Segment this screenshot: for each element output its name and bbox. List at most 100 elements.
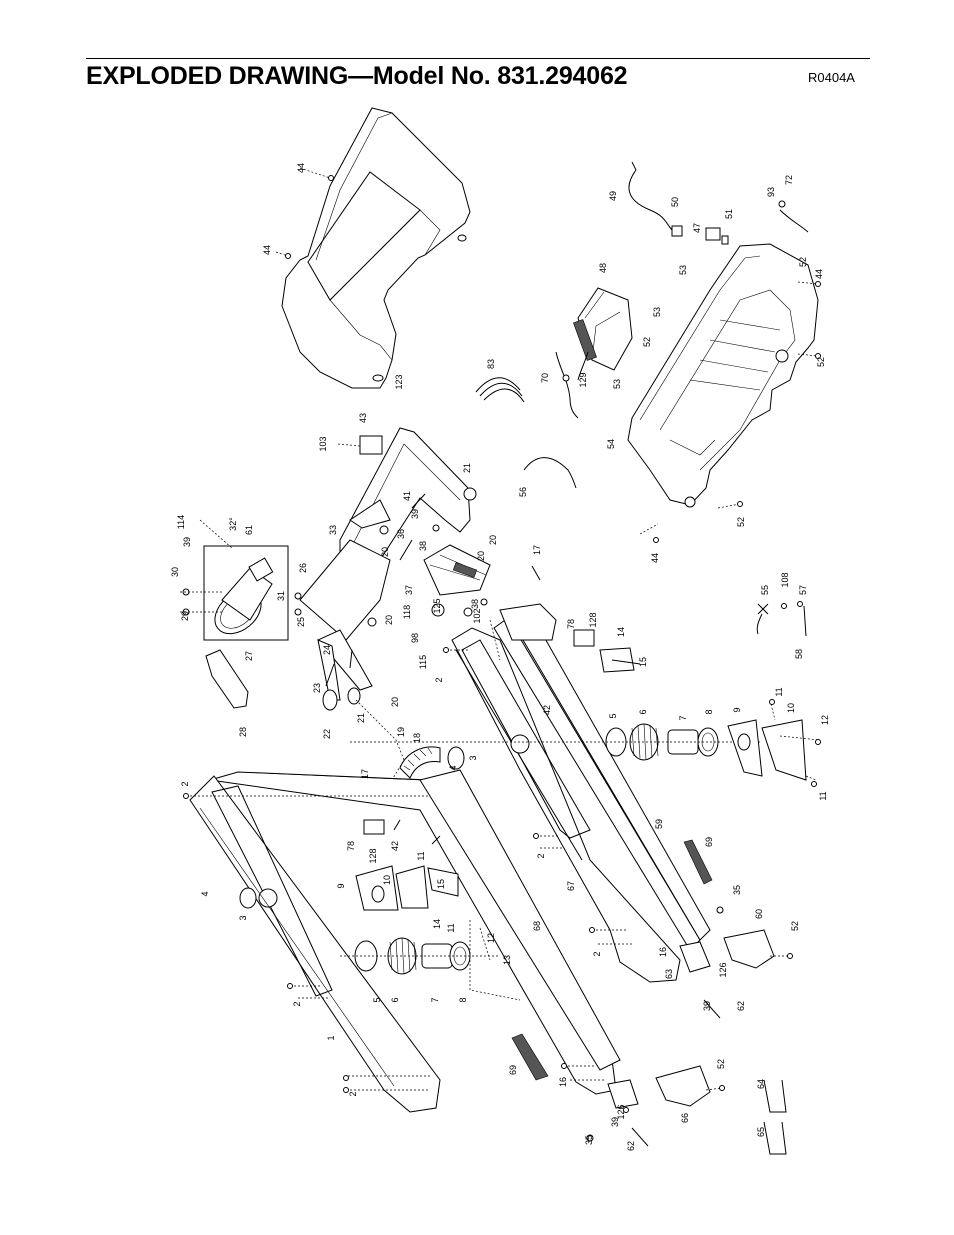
rear-foot-60	[723, 929, 775, 969]
part-callout-14b: 14	[432, 919, 442, 929]
part-callout-39b: 39	[182, 537, 192, 547]
part-callout-72: 72	[784, 175, 794, 185]
power-cord	[628, 169, 681, 237]
part-callout-37: 37	[404, 585, 414, 595]
safety-key-icon	[757, 603, 769, 615]
part-callout-24: 24	[322, 645, 332, 655]
rear-foot-66	[655, 1065, 711, 1107]
part-callout-11c: 11	[416, 851, 426, 860]
wire-56	[523, 457, 577, 489]
part-callout-126b: 126	[616, 1104, 626, 1119]
part-callout-58: 58	[794, 649, 804, 659]
part-callout-2a: 2	[434, 677, 444, 682]
part-callout-19: 19	[396, 727, 406, 737]
part-callout-30: 30	[170, 567, 180, 577]
part-callout-51: 51	[724, 209, 734, 219]
part-callout-53a: 53	[678, 265, 688, 275]
part-callout-6b: 6	[390, 997, 400, 1002]
part-callout-38a: 38	[418, 541, 428, 551]
part-callout-108: 108	[780, 572, 790, 587]
part-callout-52a: 52	[798, 257, 808, 267]
part-callout-36: 36	[396, 529, 406, 539]
part-callout-63: 63	[664, 969, 674, 979]
part-callout-11b: 11	[818, 791, 828, 800]
part-callout-44c: 44	[814, 269, 824, 279]
page-title: EXPLODED DRAWING—Model No. 831.294062	[86, 62, 628, 90]
incline-motor	[423, 544, 491, 596]
part-callout-52d: 52	[736, 517, 746, 527]
part-callout-103: 103	[318, 436, 328, 451]
part-callout-2f: 2	[348, 1091, 358, 1096]
part-callout-23: 23	[312, 683, 322, 693]
part-callout-78b: 78	[346, 841, 356, 851]
bracket-64	[763, 1079, 787, 1113]
motor-hood	[627, 243, 819, 508]
part-callout-128b: 128	[368, 848, 378, 863]
part-callout-49: 49	[608, 191, 618, 201]
motor-inset-frame	[203, 545, 289, 641]
part-callout-12a: 12	[820, 715, 830, 725]
wire-harness-83	[475, 377, 525, 403]
bracket-65	[763, 1121, 787, 1155]
part-callout-65: 65	[756, 1127, 766, 1137]
part-callout-52e: 52	[790, 921, 800, 931]
part-callout-52b: 52	[642, 337, 652, 347]
part-callout-17a: 17	[532, 545, 542, 555]
part-callout-39c: 39	[702, 1001, 712, 1011]
part-callout-44b: 44	[262, 245, 272, 255]
part-callout-4b: 4	[200, 891, 210, 896]
foot-strip-69	[683, 839, 713, 885]
part-callout-16a: 16	[658, 947, 668, 957]
part-callout-29: 29	[180, 611, 190, 621]
foot-strip-69-left	[511, 1033, 549, 1081]
wire-70	[555, 351, 579, 419]
part-callout-126a: 126	[718, 962, 728, 977]
part-callout-14a: 14	[616, 627, 626, 637]
part-callout-22: 22	[322, 729, 332, 739]
part-callout-93: 93	[766, 187, 776, 197]
part-callout-125: 125	[432, 598, 442, 613]
part-callout-54: 54	[606, 439, 616, 449]
part-callout-128a: 128	[588, 612, 598, 627]
part-callout-57: 57	[798, 585, 808, 595]
part-callout-42b: 42	[390, 841, 400, 851]
screw-44-icon	[285, 253, 291, 259]
part-callout-98: 98	[410, 633, 420, 643]
controller-board	[573, 287, 633, 371]
part-callout-8b: 8	[458, 997, 468, 1002]
bracket-78	[573, 629, 595, 647]
part-callout-39a: 39	[410, 509, 420, 519]
pulley-22	[322, 689, 338, 711]
part-callout-18: 18	[412, 733, 422, 743]
part-callout-41: 41	[402, 491, 412, 501]
part-callout-7b: 7	[430, 997, 440, 1002]
part-callout-47: 47	[692, 223, 702, 233]
part-callout-5a: 5	[608, 713, 618, 718]
part-callout-44a: 44	[296, 163, 306, 173]
drive-motor	[214, 557, 274, 635]
part-callout-10b: 10	[382, 875, 392, 885]
part-callout-52c: 52	[816, 357, 826, 367]
part-callout-68: 68	[532, 921, 542, 931]
part-callout-35a: 35	[732, 885, 742, 895]
part-callout-78a: 78	[566, 619, 576, 629]
part-callout-27: 27	[244, 651, 254, 661]
part-callout-7a: 7	[678, 715, 688, 720]
motor-belt	[205, 649, 249, 709]
screw-44-icon	[328, 175, 334, 181]
part-callout-9a: 9	[732, 707, 742, 712]
part-callout-115: 115	[418, 655, 428, 669]
part-callout-21a: 21	[462, 463, 472, 473]
part-callout-15a: 15	[638, 657, 648, 667]
part-callout-15b: 15	[436, 879, 446, 889]
part-callout-67: 67	[566, 881, 576, 891]
part-callout-83: 83	[486, 359, 496, 369]
part-callout-39d: 39	[610, 1117, 620, 1127]
part-callout-6a: 6	[638, 709, 648, 714]
part-callout-9b: 9	[336, 883, 346, 888]
part-callout-20d: 20	[384, 615, 394, 625]
deck-left-rail	[189, 775, 441, 1113]
upright-frame	[299, 427, 477, 701]
